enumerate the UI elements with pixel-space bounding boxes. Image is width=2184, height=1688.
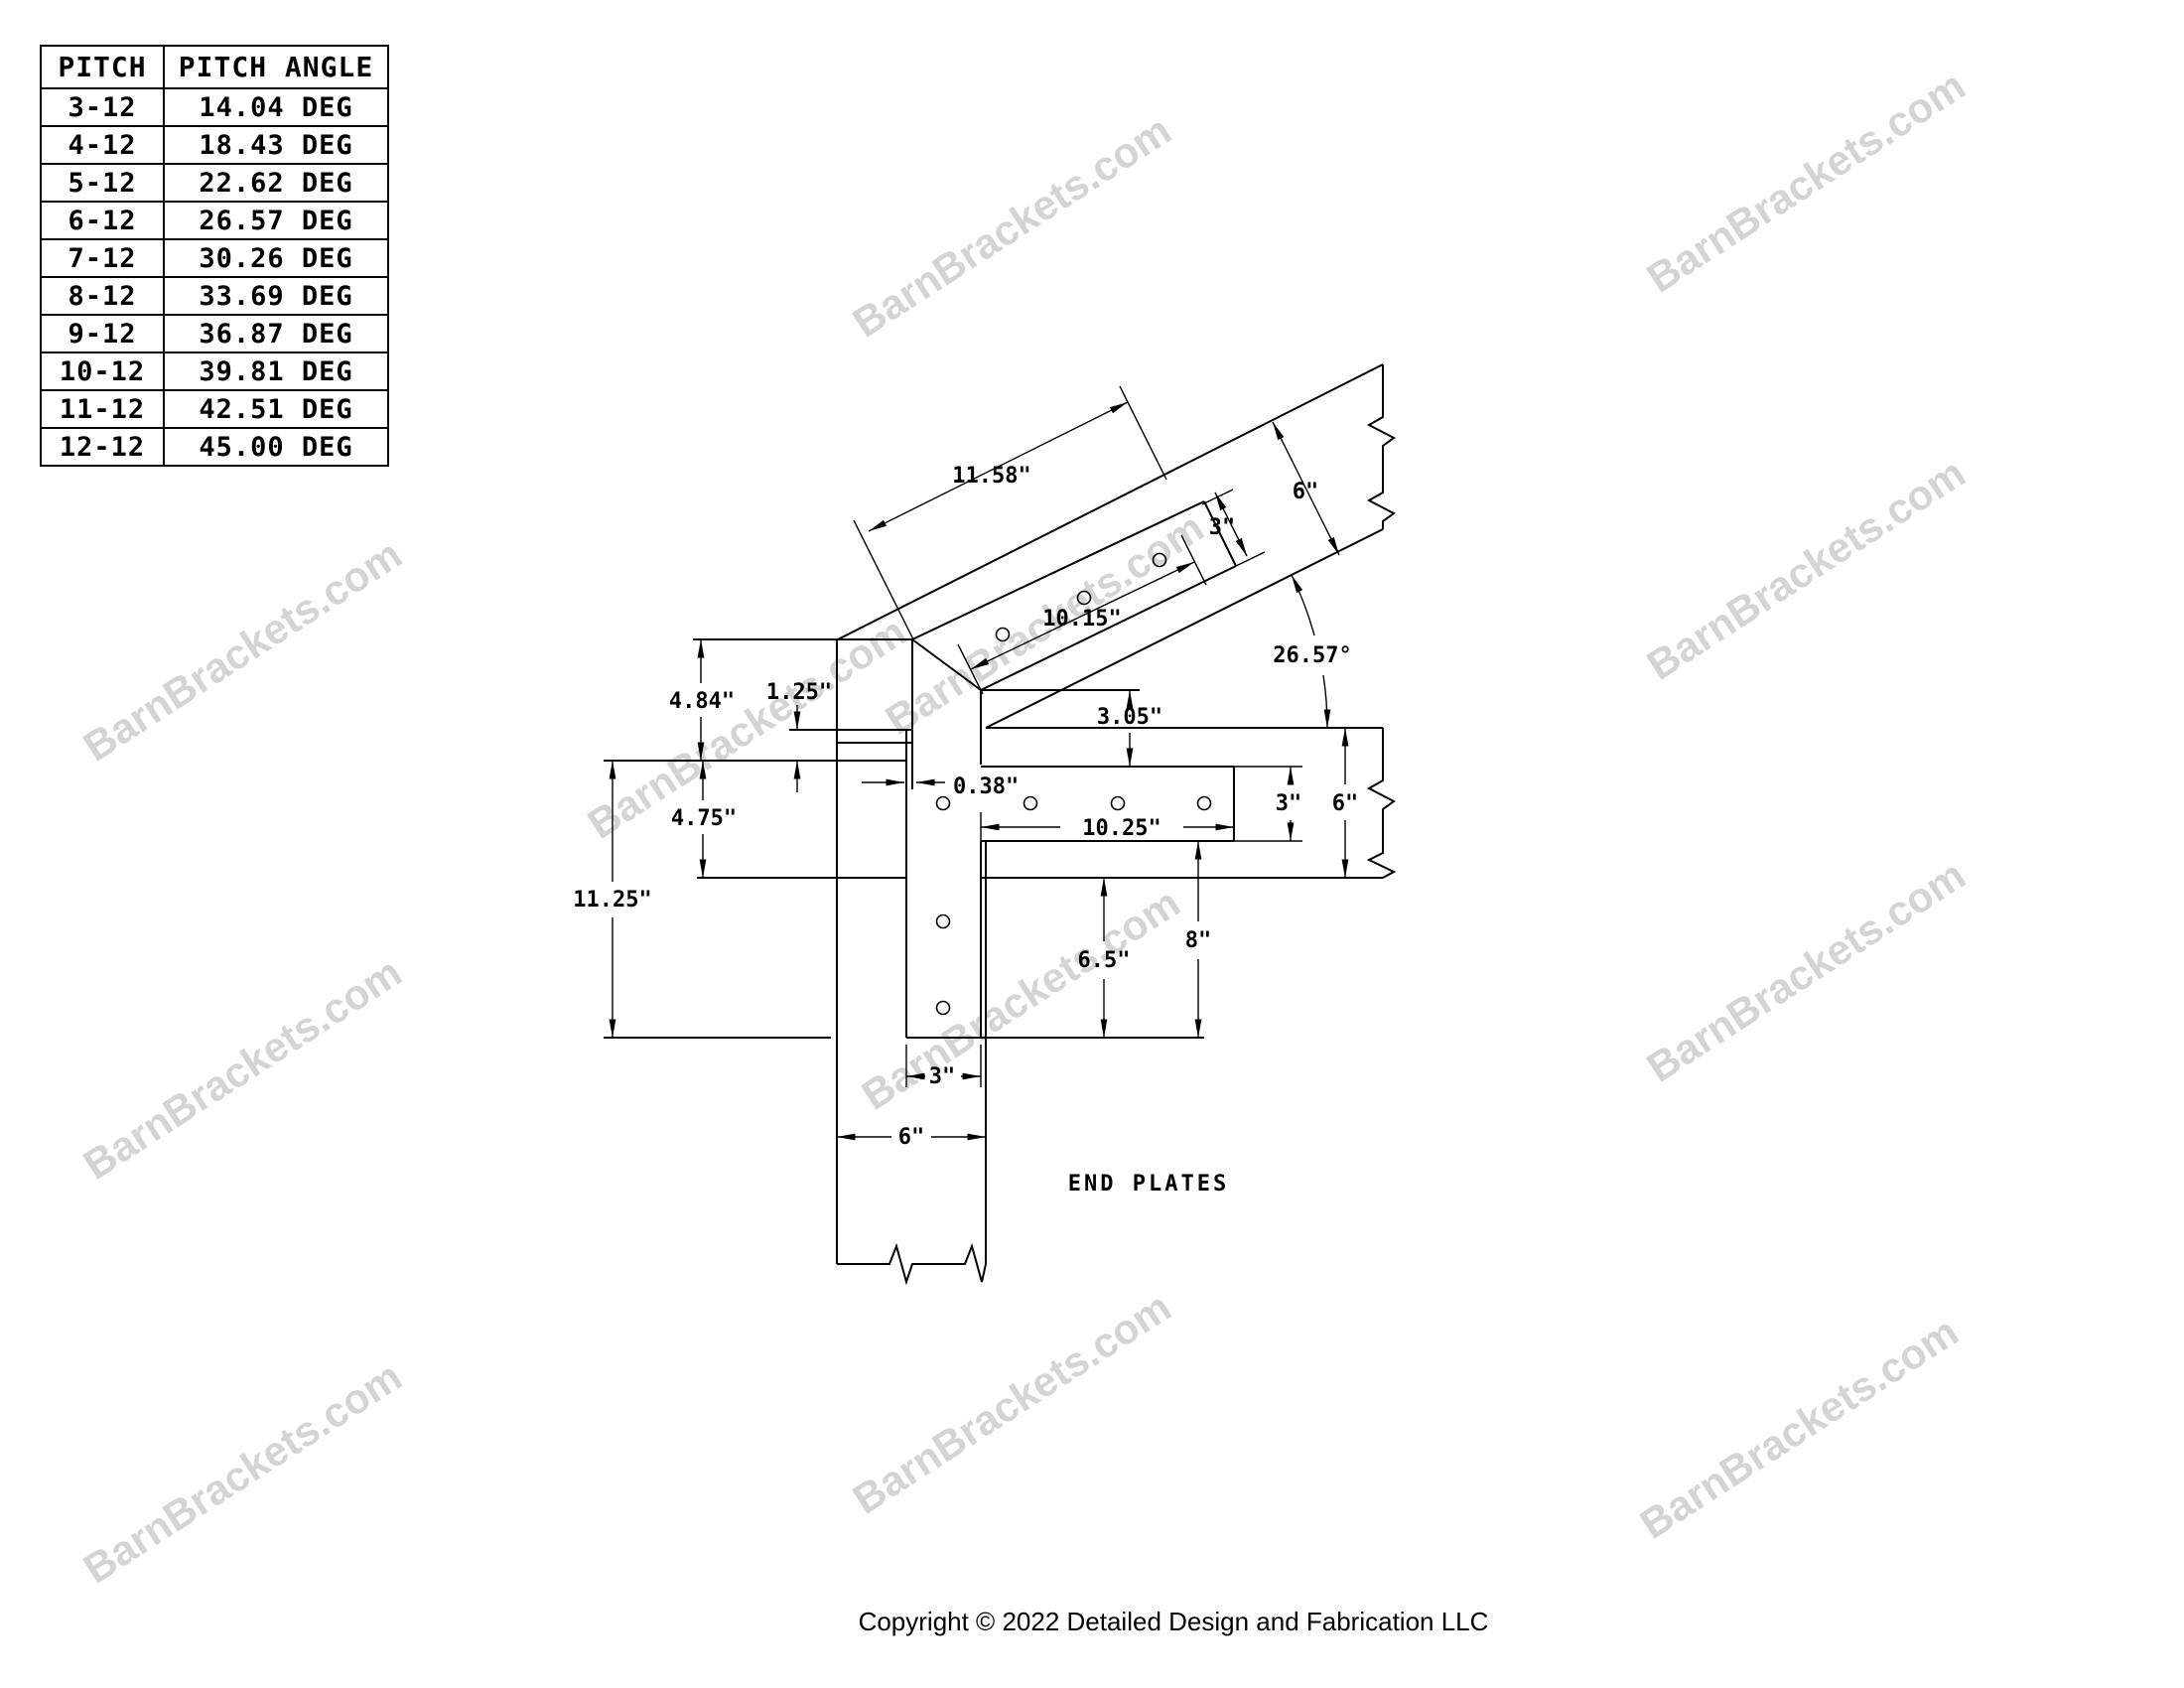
bolt-hole <box>1023 795 1038 811</box>
drawing-title: END PLATES <box>1068 1172 1229 1196</box>
angle-cell: 42.51 DEG <box>163 389 389 429</box>
watermark-text: BarnBrackets.com <box>75 530 410 771</box>
dim-leg-drop-outer-label: 8" <box>1185 928 1212 953</box>
watermark-text: BarnBrackets.com <box>845 1283 1179 1523</box>
dim-plate-lip-label: 1.25" <box>766 680 832 705</box>
dim-seat-offset-label: 3.05" <box>1097 705 1162 730</box>
angle-cell: 22.62 DEG <box>163 163 389 203</box>
watermark-text: BarnBrackets.com <box>1639 62 1974 302</box>
angle-cell: 14.04 DEG <box>163 87 389 127</box>
watermark-text: BarnBrackets.com <box>580 608 914 848</box>
dim-rafter-plate-width-label: 3" <box>1209 515 1236 540</box>
dim-beam-height-label: 6" <box>1332 791 1359 816</box>
bolt-hole <box>1196 795 1212 811</box>
pitch-cell: 11-12 <box>40 389 165 429</box>
pitch-cell: 9-12 <box>40 314 165 353</box>
watermark-text: BarnBrackets.com <box>75 1352 410 1593</box>
pitch-cell: 8-12 <box>40 276 165 316</box>
angle-cell: 26.57 DEG <box>163 201 389 240</box>
dim-beam-plate-width-label: 3" <box>1276 791 1302 816</box>
watermark-text: BarnBrackets.com <box>1639 851 1974 1091</box>
pitch-cell: 5-12 <box>40 163 165 203</box>
angle-cell: 45.00 DEG <box>163 427 389 467</box>
pitch-table-header-row: PITCH PITCH ANGLE <box>40 45 389 89</box>
angle-cell: 18.43 DEG <box>163 125 389 165</box>
watermark-text: BarnBrackets.com <box>854 879 1188 1119</box>
dim-rafter-plate-holes-label: 10.15" <box>1042 607 1121 632</box>
pitch-cell: 12-12 <box>40 427 165 467</box>
angle-cell: 36.87 DEG <box>163 314 389 353</box>
bolt-hole <box>935 1000 951 1016</box>
dim-pitch-angle-label: 26.57° <box>1273 643 1351 668</box>
watermark-text: BarnBrackets.com <box>75 948 410 1189</box>
dim-post-plate-total-label: 11.25" <box>573 888 651 913</box>
pitch-cell: 4-12 <box>40 125 165 165</box>
dimension-labels: 11.58" 10.15" 3" 6" 26.57° 3.05" 0.38" 1… <box>573 464 1358 1196</box>
dim-post-width-label: 6" <box>898 1125 925 1150</box>
bolt-hole <box>935 914 951 929</box>
dim-plate-edge-offset-label: 0.38" <box>953 774 1019 799</box>
bolt-hole <box>1110 795 1126 811</box>
watermark-text: BarnBrackets.com <box>1632 1308 1967 1548</box>
dim-post-plate-lower-label: 4.75" <box>671 806 737 831</box>
angle-cell: 30.26 DEG <box>163 238 389 278</box>
watermark-text: BarnBrackets.com <box>1639 449 1974 689</box>
dim-beam-plate-length-label: 10.25" <box>1082 816 1160 841</box>
rafter-outline <box>837 363 1396 729</box>
beam-outline <box>697 727 1397 879</box>
dim-leg-width-bottom-label: 3" <box>929 1064 956 1089</box>
angle-cell: 39.81 DEG <box>163 352 389 391</box>
pitch-cell: 6-12 <box>40 201 165 240</box>
dim-rafter-beam-width-label: 6" <box>1293 480 1319 504</box>
dim-rafter-plate-length-label: 11.58" <box>952 464 1030 489</box>
watermark-text: BarnBrackets.com <box>845 106 1179 347</box>
dim-leg-drop-inner-label: 6.5" <box>1078 948 1131 973</box>
bracket-plates-outline <box>604 500 1237 1039</box>
dim-post-plate-upper-label: 4.84" <box>669 689 735 714</box>
angle-cell: 33.69 DEG <box>163 276 389 316</box>
copyright-text: Copyright © 2022 Detailed Design and Fab… <box>858 1607 1489 1636</box>
bolt-hole <box>935 795 951 811</box>
dimension-lines <box>609 385 1349 1141</box>
pitch-angle-header: PITCH ANGLE <box>163 45 389 89</box>
pitch-cell: 3-12 <box>40 87 165 127</box>
pitch-cell: 7-12 <box>40 238 165 278</box>
pitch-cell: 10-12 <box>40 352 165 391</box>
pitch-header: PITCH <box>40 45 165 89</box>
